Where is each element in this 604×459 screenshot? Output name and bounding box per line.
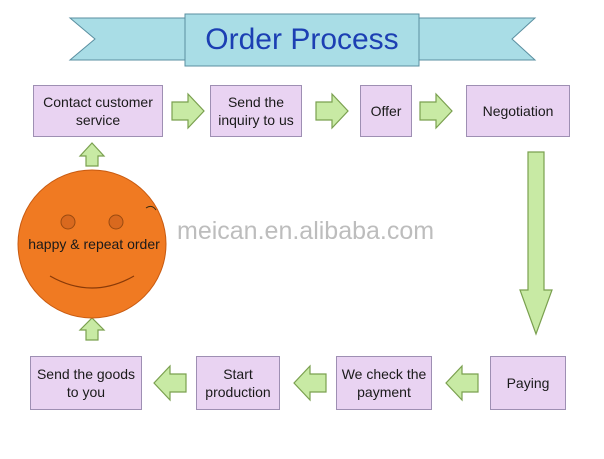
step-label: Paying <box>506 375 550 391</box>
arrow-up-icon <box>78 317 106 341</box>
arrow-left-icon <box>153 364 187 402</box>
face-label: happy & repeat order <box>28 236 160 252</box>
arrow-right-icon <box>315 92 349 130</box>
step-label: Contact customer <box>43 94 153 110</box>
step-we-check-payment: We check the payment <box>336 356 432 410</box>
smiley-face-icon <box>17 169 167 319</box>
step-send-inquiry: Send the inquiry to us <box>210 85 302 137</box>
step-label: payment <box>357 384 411 400</box>
step-send-goods: Send the goods to you <box>30 356 142 410</box>
step-label: Send the goods <box>36 366 136 382</box>
step-label: service <box>75 112 121 128</box>
page-title: Order Process <box>205 23 399 56</box>
arrow-right-icon <box>171 92 205 130</box>
step-label: inquiry to us <box>218 112 294 128</box>
arrow-down-icon <box>519 151 553 336</box>
arrow-right-icon <box>419 92 453 130</box>
step-label: to you <box>66 384 106 400</box>
step-label: Start <box>223 366 253 382</box>
step-label: Send the <box>227 94 285 110</box>
step-offer: Offer <box>360 85 412 137</box>
step-label: Negotiation <box>482 103 554 119</box>
step-label: production <box>205 384 271 400</box>
arrow-left-icon <box>293 364 327 402</box>
watermark: meican.en.alibaba.com <box>177 217 435 245</box>
step-negotiation: Negotiation <box>466 85 570 137</box>
step-label: Offer <box>370 103 402 119</box>
arrow-left-icon <box>445 364 479 402</box>
step-label: We check the <box>341 366 427 382</box>
arrow-up-icon <box>78 142 106 167</box>
step-start-production: Start production <box>196 356 280 410</box>
step-contact-customer-service: Contact customer service <box>33 85 163 137</box>
step-paying: Paying <box>490 356 566 410</box>
